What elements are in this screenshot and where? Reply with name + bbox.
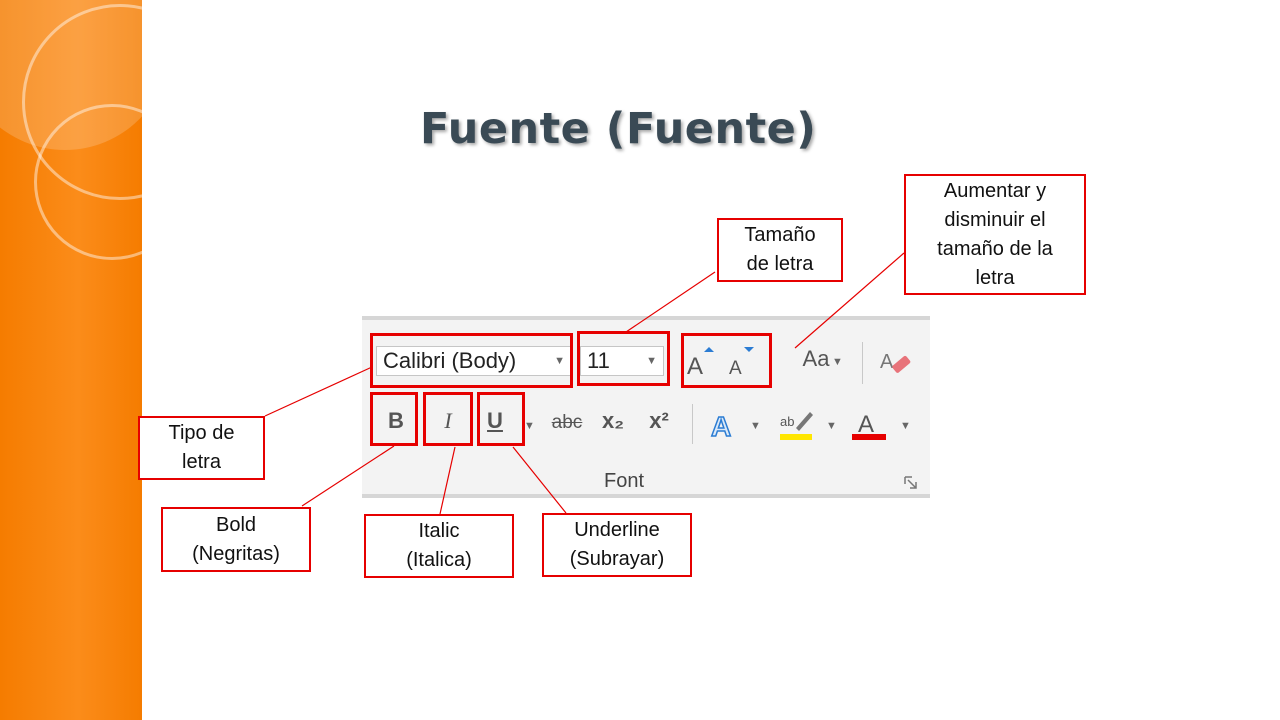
superscript-icon[interactable]: x² [649, 408, 669, 433]
divider [862, 342, 863, 384]
text-effects-icon[interactable]: A [708, 406, 742, 443]
chevron-down-icon[interactable]: ▼ [832, 356, 843, 368]
chevron-down-icon[interactable]: ▼ [554, 355, 565, 367]
callout-line: Underline [574, 519, 660, 541]
highlight-font-size [577, 331, 670, 386]
callout-line: (Subrayar) [569, 548, 665, 570]
chevron-down-icon[interactable]: ▼ [750, 420, 761, 432]
callout-italic: Italic (Italica) [364, 514, 514, 578]
svg-text:A: A [858, 411, 874, 438]
underline-icon[interactable]: U [487, 408, 503, 433]
italic-icon[interactable]: I [444, 408, 452, 433]
callout-line: tamaño de la [937, 237, 1053, 260]
font-color-icon[interactable]: A [850, 406, 888, 442]
svg-text:A: A [687, 353, 703, 378]
callout-line: Tipo de [168, 422, 235, 444]
callout-line: de letra [746, 253, 814, 275]
highlight-italic [423, 392, 473, 446]
clear-formatting-icon[interactable]: A [878, 344, 914, 380]
svg-text:ab: ab [780, 414, 794, 429]
callout-font-type: Tipo de letra [138, 416, 265, 480]
highlight-underline [477, 392, 525, 446]
callout-line: Aumentar y [943, 179, 1047, 202]
divider [692, 404, 693, 444]
callout-grow-shrink: Aumentar y disminuir el tamaño de la let… [904, 174, 1086, 295]
orange-sidebar [0, 0, 142, 720]
font-name-value: Calibri (Body) [383, 348, 517, 373]
callout-line: disminuir el [944, 208, 1046, 231]
callout-font-size: Tamaño de letra [717, 218, 843, 282]
grow-font-icon[interactable]: A [684, 344, 718, 380]
callout-line: letra [975, 266, 1015, 289]
highlight-grow-shrink [681, 333, 772, 388]
group-label: Font [604, 470, 645, 492]
bold-icon[interactable]: B [388, 408, 404, 433]
font-ribbon-group: Calibri (Body) ▼ 11 ▼ A A Aa ▼ A B I U ▼… [362, 316, 930, 498]
dialog-launcher-icon[interactable] [904, 476, 918, 490]
highlight-bold [370, 392, 418, 446]
callout-line: (Negritas) [192, 542, 280, 565]
svg-text:A: A [880, 351, 894, 373]
callout-line: Bold [215, 513, 257, 536]
font-name-combo[interactable]: Calibri (Body) ▼ [376, 346, 572, 376]
change-case-icon[interactable]: Aa ▼ [786, 346, 846, 376]
callout-line: Tamaño [744, 224, 816, 246]
slide-title: Fuente (Fuente) [420, 104, 817, 154]
chevron-down-icon[interactable]: ▼ [826, 420, 837, 432]
callout-line: (Italica) [406, 549, 472, 571]
callout-line: Italic [418, 520, 460, 542]
chevron-down-icon[interactable]: ▼ [646, 355, 657, 367]
font-size-combo[interactable]: 11 ▼ [580, 346, 664, 376]
highlight-color-icon[interactable]: ab [776, 406, 816, 442]
chevron-down-icon[interactable]: ▼ [524, 420, 535, 432]
callout-line: letra [182, 451, 221, 473]
highlight-font-name [370, 333, 573, 388]
svg-text:A: A [729, 358, 742, 378]
change-case-label: Aa [802, 346, 830, 371]
chevron-down-icon[interactable]: ▼ [900, 420, 911, 432]
svg-text:A: A [711, 411, 731, 442]
shrink-font-icon[interactable]: A [724, 344, 758, 379]
callout-bold: Bold (Negritas) [161, 507, 311, 572]
callout-underline: Underline (Subrayar) [542, 513, 692, 577]
subscript-icon[interactable]: x₂ [601, 408, 624, 433]
font-size-value: 11 [587, 348, 610, 373]
strikethrough-icon[interactable]: abc [551, 412, 583, 433]
